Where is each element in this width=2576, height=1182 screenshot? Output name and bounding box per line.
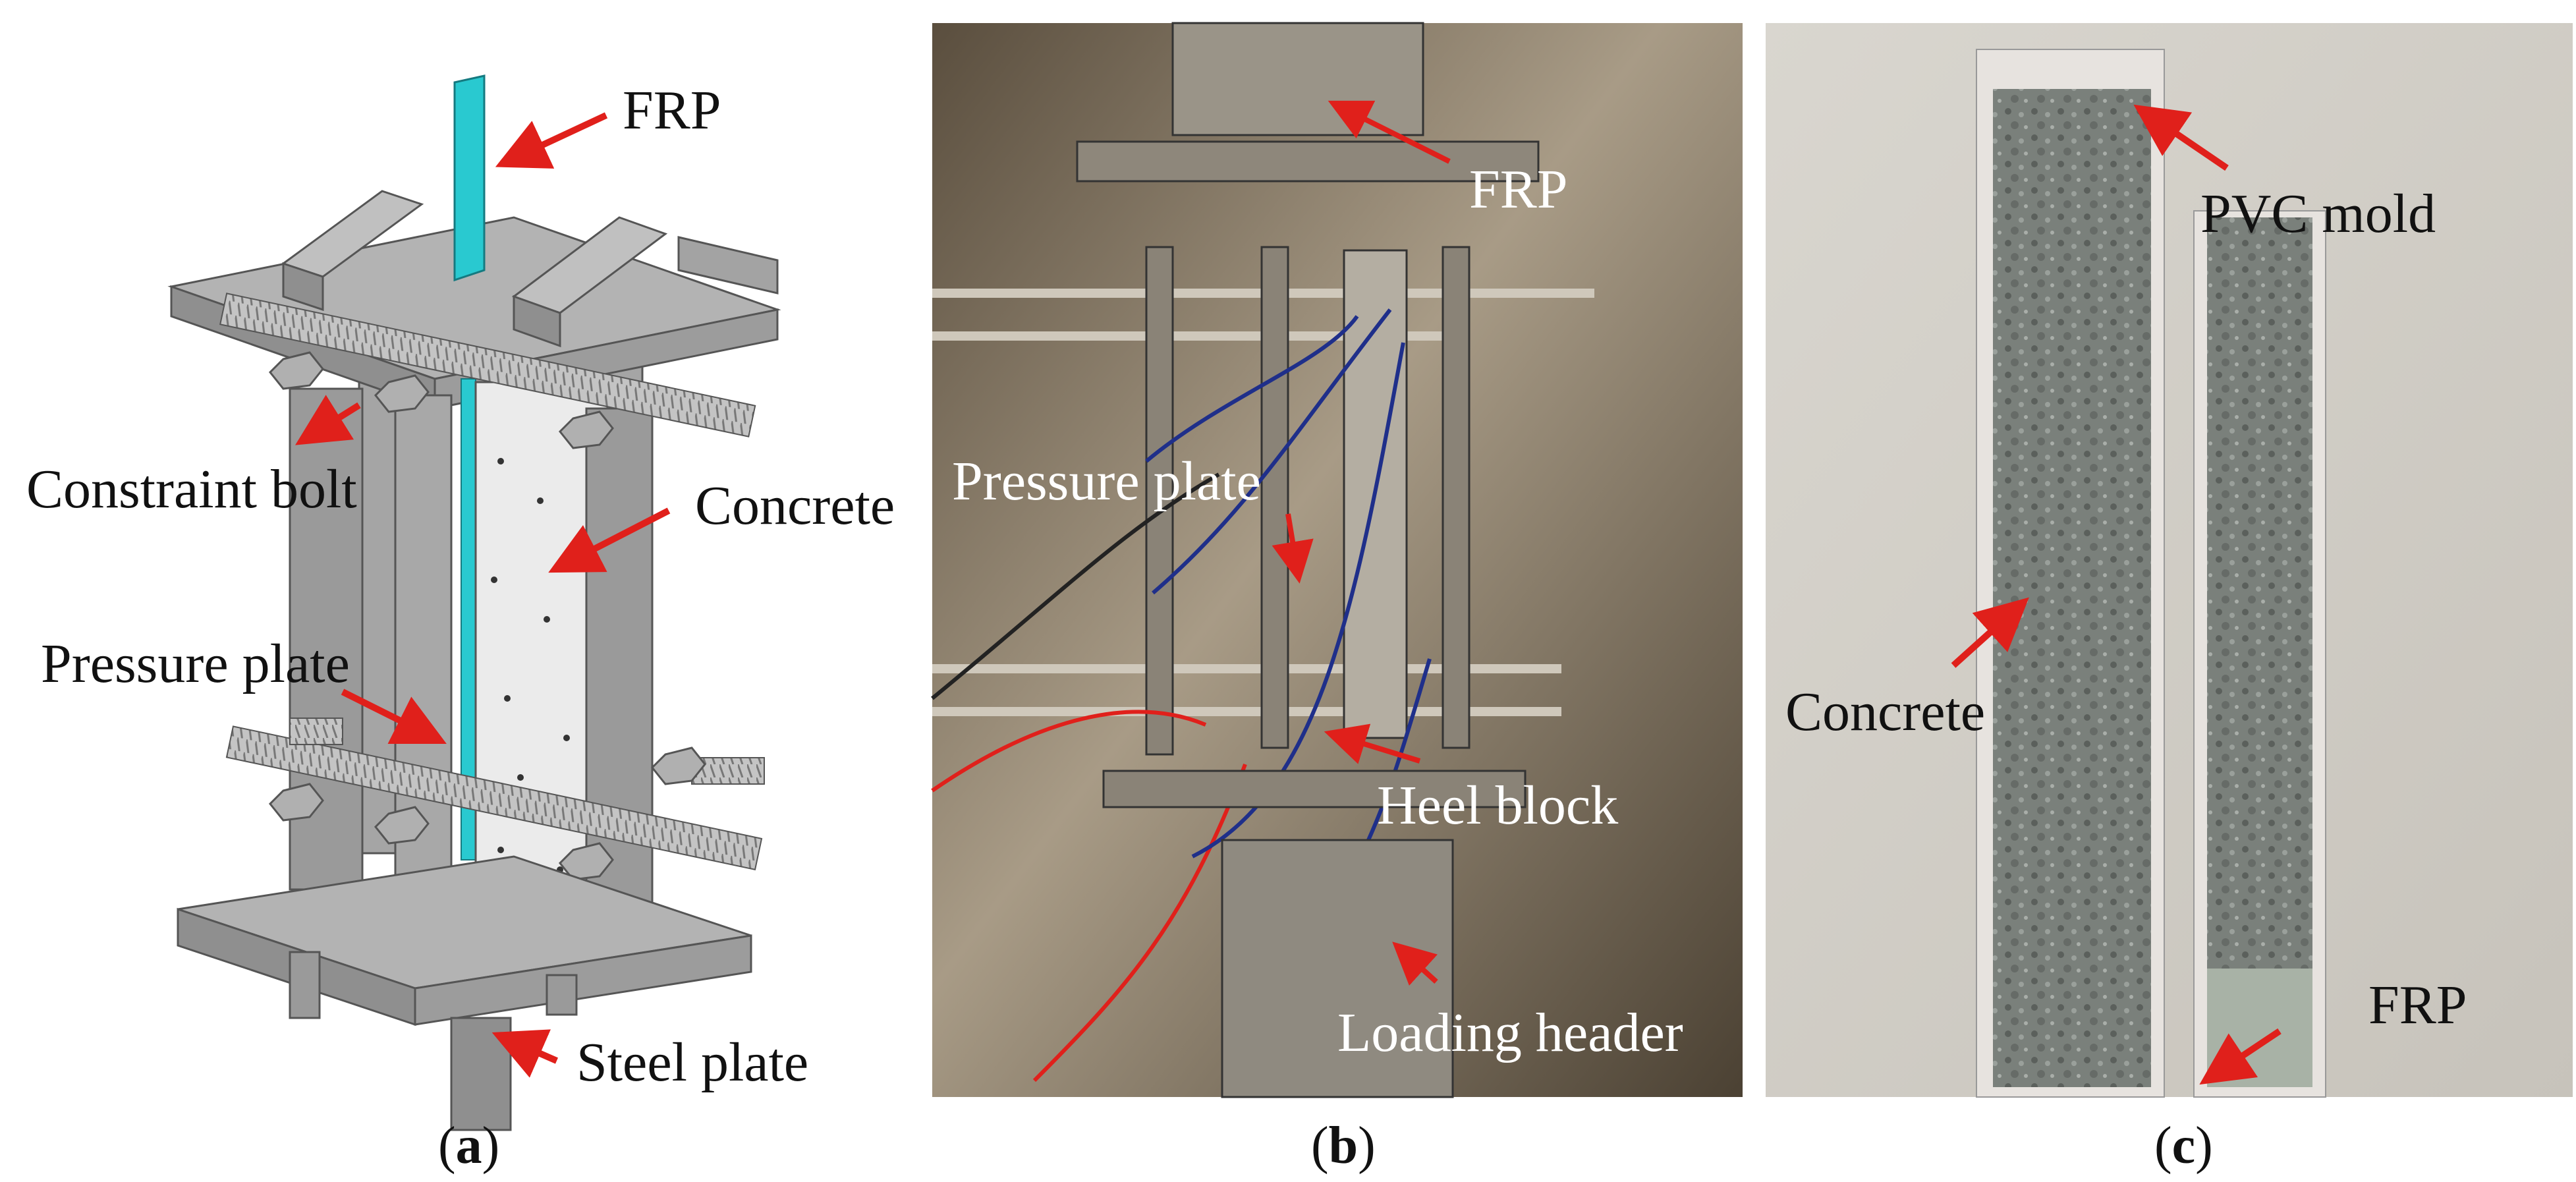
label-heel-block: Heel block xyxy=(1377,775,1618,836)
constraint-bolts xyxy=(219,293,765,881)
top-clamp-blocks xyxy=(281,190,668,348)
caption-b: (b) xyxy=(1311,1117,1376,1175)
label-constraint-bolt: Constraint bolt xyxy=(26,459,357,520)
panel-c-photo: PVC mold Concrete FRP (c) xyxy=(1766,0,2576,1182)
heel-plate xyxy=(1102,770,1526,808)
panel-a-schematic: FRP Constraint bolt Concrete Pressure pl… xyxy=(0,0,929,1182)
panel-b-photo: FRP Pressure plate Heel block Loading he… xyxy=(929,0,1766,1182)
specimen-photo: PVC mold Concrete FRP (c) xyxy=(1766,23,2573,1175)
frp-strip xyxy=(453,74,486,860)
label-frp-b: FRP xyxy=(1469,159,1567,220)
steel-plate-tab xyxy=(450,1017,512,1131)
schematic-drawing: FRP Constraint bolt Concrete Pressure pl… xyxy=(26,74,895,1175)
label-pvc-mold: PVC mold xyxy=(2200,183,2436,244)
caption-a: (a) xyxy=(438,1117,499,1175)
label-arrows-c xyxy=(1951,104,2282,1085)
label-concrete: Concrete xyxy=(695,475,895,536)
specimen-right xyxy=(2193,210,2326,1098)
label-arrows-a xyxy=(295,112,671,1078)
label-frp-c: FRP xyxy=(2368,974,2467,1036)
label-pressure-plate: Pressure plate xyxy=(41,633,350,694)
label-frp: FRP xyxy=(623,80,721,141)
caption-c: (c) xyxy=(2154,1117,2213,1175)
label-steel-plate: Steel plate xyxy=(576,1032,808,1093)
label-concrete-c: Concrete xyxy=(1785,681,1985,743)
photo-background-c xyxy=(1766,23,2573,1097)
label-loading-header: Loading header xyxy=(1337,1002,1683,1063)
test-setup-photo: FRP Pressure plate Heel block Loading he… xyxy=(931,22,1743,1175)
label-arrows-b xyxy=(1272,100,1451,986)
specimen-left xyxy=(1976,49,2165,1098)
label-pressure-plate-b: Pressure plate xyxy=(952,451,1261,512)
bottom-steel-plate xyxy=(177,855,752,1027)
frame-posts xyxy=(1145,246,1470,756)
upper-grip xyxy=(1076,22,1540,183)
